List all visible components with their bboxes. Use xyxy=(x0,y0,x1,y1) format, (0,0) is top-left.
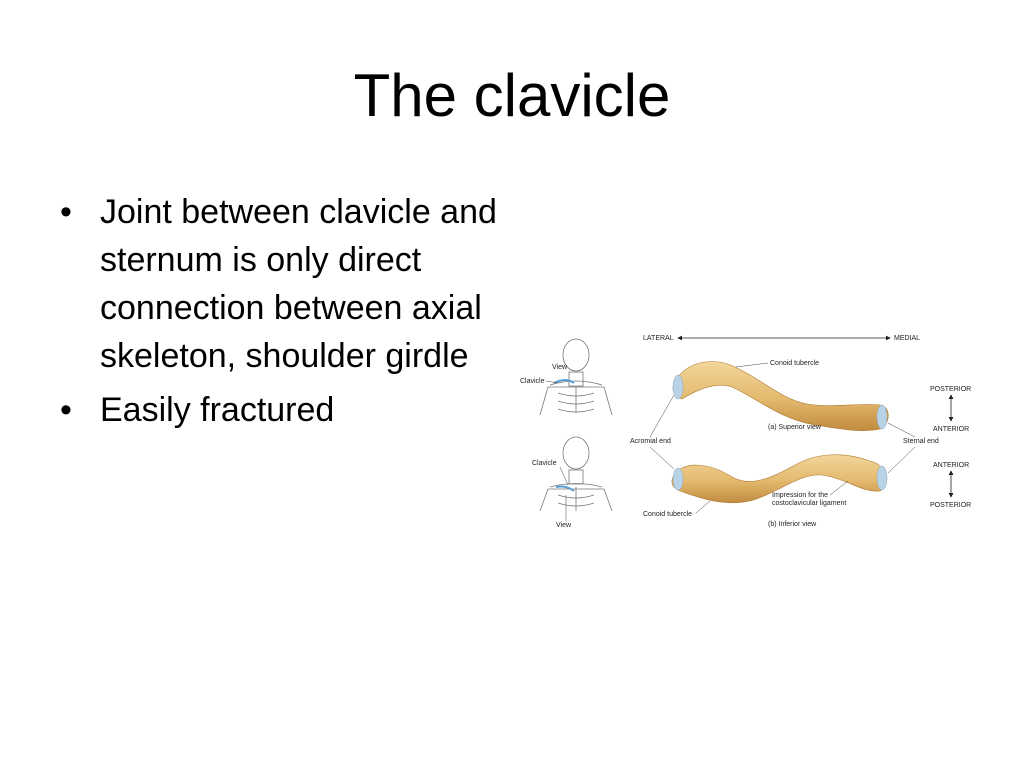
posterior-label: POSTERIOR xyxy=(930,502,971,509)
clavicle-label: Clavicle xyxy=(532,460,557,467)
bullet-text: Joint between clavicle and sternum is on… xyxy=(100,193,497,375)
bullet-list: • Joint between clavicle and sternum is o… xyxy=(58,188,508,440)
lateral-label: LATERAL xyxy=(643,335,674,342)
clavicle-highlight xyxy=(553,379,575,384)
impression-label-line1: Impression for the xyxy=(772,492,828,499)
superior-view-caption: (a) Superior view xyxy=(768,424,822,431)
view-label: View xyxy=(556,522,572,529)
bullet-dot-icon: • xyxy=(60,193,72,231)
bullet-item: • Easily fractured xyxy=(58,386,508,434)
skeleton-thumbnail-top xyxy=(539,338,613,416)
clavicle-superior-view xyxy=(672,361,889,431)
bullet-item: • Joint between clavicle and sternum is o… xyxy=(58,188,508,380)
impression-label-line2: costoclavicular ligament xyxy=(772,500,846,507)
slide-title: The clavicle xyxy=(353,62,671,129)
posterior-label: POSTERIOR xyxy=(930,386,971,393)
acromial-end-label: Acromial end xyxy=(630,438,671,445)
conoid-tubercle-label: Conoid tubercle xyxy=(770,360,819,367)
medial-label: MEDIAL xyxy=(894,335,920,342)
anterior-label: ANTERIOR xyxy=(933,426,969,433)
clavicle-illustration: View Clavicle Clavicle View LATERAL MEDI… xyxy=(520,335,971,529)
view-label: View xyxy=(552,364,568,371)
inferior-view-caption: (b) Inferior view xyxy=(768,521,817,528)
bullet-dot-icon: • xyxy=(60,391,72,429)
skeleton-thumbnail-bottom xyxy=(539,436,613,512)
bullet-text: Easily fractured xyxy=(100,391,335,429)
sternal-end-label: Sternal end xyxy=(903,438,939,445)
clavicle-label: Clavicle xyxy=(520,378,545,385)
anterior-label: ANTERIOR xyxy=(933,462,969,469)
clavicle-inferior-view xyxy=(671,454,888,504)
clavicle-anatomy-figure: View Clavicle Clavicle View LATERAL MEDI… xyxy=(510,325,980,535)
conoid-tubercle-label: Conoid tubercle xyxy=(643,511,692,518)
